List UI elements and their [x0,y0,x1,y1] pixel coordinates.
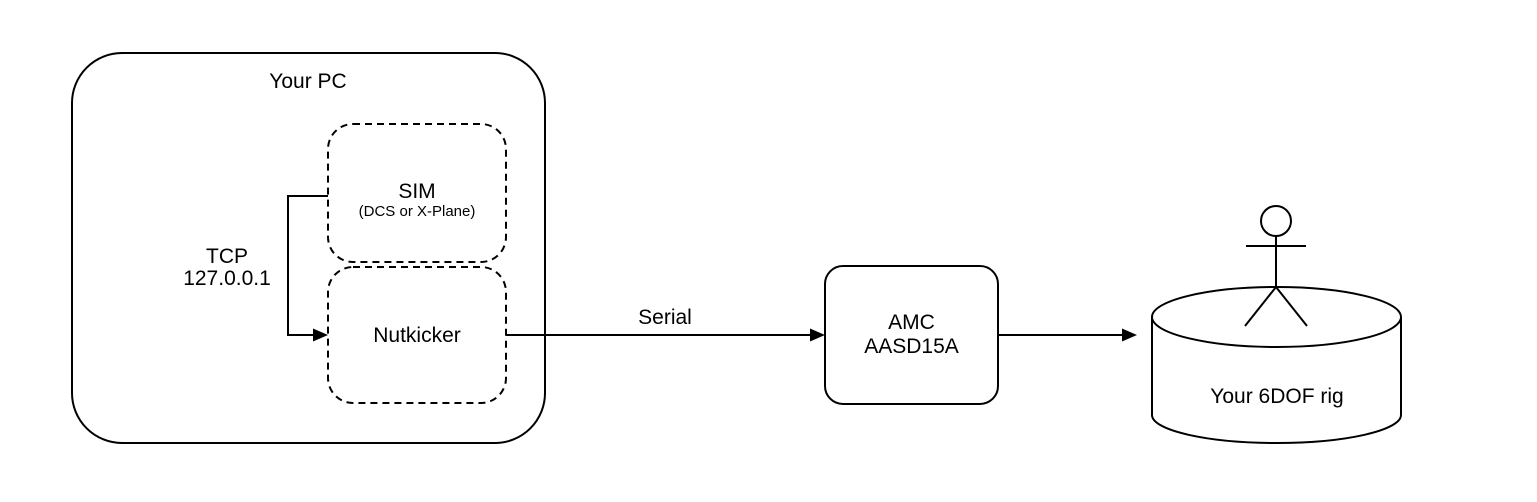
sim-label: SIM [398,180,436,203]
your-pc-box [71,52,546,444]
tcp-connector-line [287,195,328,336]
tcp-label-line1: TCP [206,245,248,268]
person-leg-left [1244,286,1277,327]
serial-arrowhead-icon [810,328,825,342]
amc-label-line1: AMC [888,311,935,334]
tcp-label-line2: 127.0.0.1 [183,267,271,290]
nutkicker-label: Nutkicker [373,324,461,347]
sim-sublabel: (DCS or X-Plane) [358,203,476,220]
amc-to-rig-arrowhead-icon [1122,328,1137,342]
rig-cylinder-body [1151,317,1402,444]
serial-connection-label: Serial [638,306,692,329]
person-leg-right [1275,286,1308,327]
rig-label: Your 6DOF rig [1210,385,1344,408]
pc-title: Your PC [269,70,347,93]
rig-cylinder-top [1151,286,1402,348]
tcp-arrowhead-icon [313,328,328,342]
person-head [1260,205,1292,237]
sim-box [327,123,507,263]
person-icon [1244,205,1308,327]
tcp-connection-label: TCP 127.0.0.1 [147,246,307,290]
amc-label-line2: AASD15A [864,335,959,358]
amc-label: AMC AASD15A [826,311,997,359]
